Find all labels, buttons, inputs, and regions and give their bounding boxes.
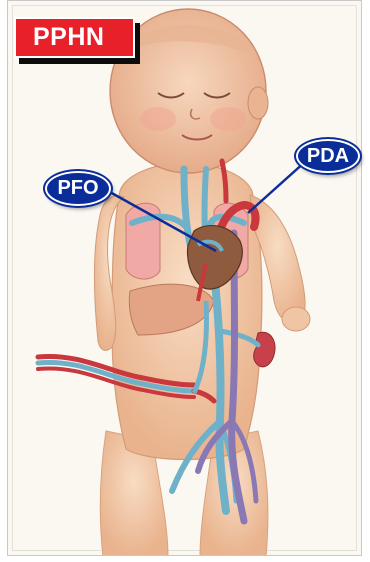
kidney: [254, 332, 275, 367]
title-badge: PPHN: [14, 17, 135, 58]
figure-frame: [7, 0, 362, 556]
infant-anatomy-illustration: [8, 1, 362, 556]
pfo-label: PFO: [45, 171, 111, 206]
pda-pointer-line: [248, 161, 306, 213]
pda-label: PDA: [296, 139, 360, 173]
right-hand: [282, 307, 310, 331]
